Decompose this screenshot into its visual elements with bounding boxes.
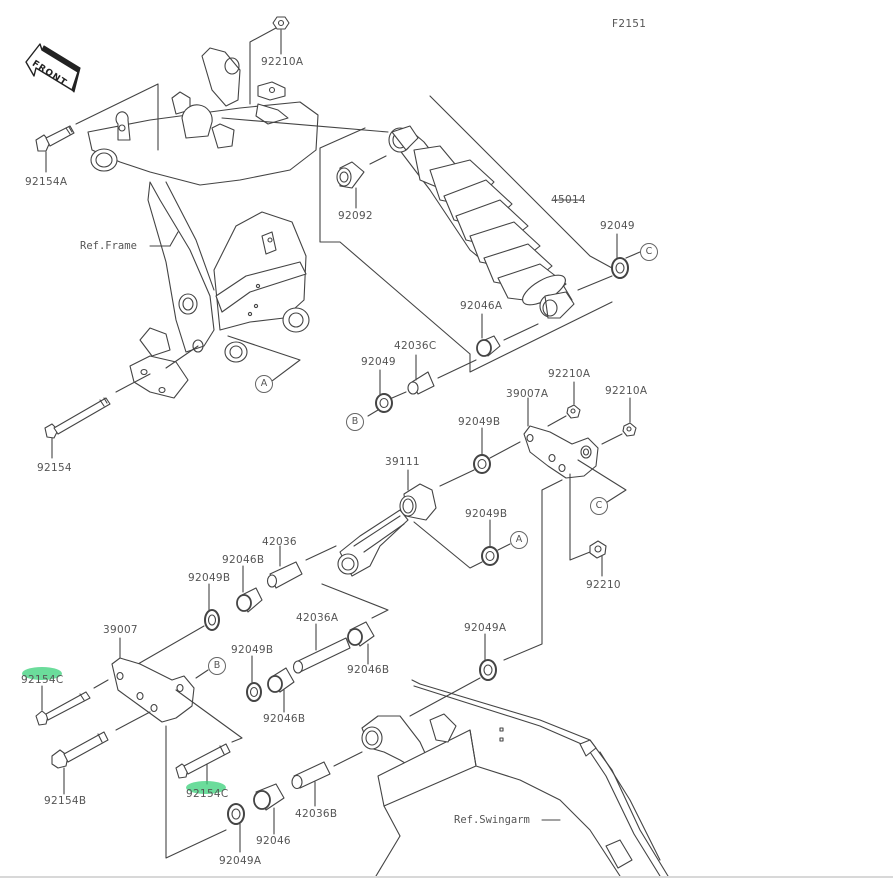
part-label-42036B[interactable]: 42036B	[295, 808, 338, 820]
connector-C-rocker: C	[590, 497, 608, 515]
part-label-92049B[interactable]: 92049B	[465, 508, 508, 520]
part-label-92049B[interactable]: 92049B	[188, 572, 231, 584]
nut-92210A-mid	[566, 404, 581, 419]
bearing-92046B-right	[347, 621, 375, 647]
bolt-92154C-left	[35, 691, 91, 726]
part-label-39111[interactable]: 39111	[385, 456, 420, 468]
nut-92210A-top	[272, 16, 290, 30]
front-arrow-icon	[25, 43, 81, 93]
seal-92049B-upper	[473, 454, 491, 474]
rocker-39007A	[523, 425, 599, 479]
part-label-39007A[interactable]: 39007A	[506, 388, 549, 400]
rocker-39007	[111, 657, 195, 723]
part-label-92210A[interactable]: 92210A	[261, 56, 304, 68]
sleeve-42036B	[291, 761, 331, 790]
highlight-marker	[22, 667, 62, 680]
part-label-39007[interactable]: 39007	[103, 624, 138, 636]
part-label-92046B[interactable]: 92046B	[263, 713, 306, 725]
part-label-92049B[interactable]: 92049B	[458, 416, 501, 428]
part-label-92046A[interactable]: 92046A	[460, 300, 503, 312]
seal-92049-right	[611, 257, 629, 279]
nut-92210	[589, 540, 607, 559]
part-label-92154A[interactable]: 92154A	[25, 176, 68, 188]
part-label-92154C[interactable]: 92154C	[21, 674, 64, 686]
part-label-92049B[interactable]: 92049B	[231, 644, 274, 656]
bolt-92154A	[35, 125, 75, 152]
seal-92049-left	[375, 393, 393, 413]
seal-92049A-right	[479, 659, 497, 681]
nut-92210A-right	[622, 422, 637, 437]
part-label-92049[interactable]: 92049	[361, 356, 396, 368]
bolt-92154B	[51, 731, 109, 769]
shock-absorber-45014	[388, 125, 575, 319]
connector-C-shock: C	[640, 243, 658, 261]
ref-swingarm-label: Ref.Swingarm	[454, 814, 530, 826]
connector-B-shock: B	[346, 413, 364, 431]
part-label-45014[interactable]: 45014	[551, 194, 586, 206]
part-label-92049A[interactable]: 92049A	[464, 622, 507, 634]
part-label-92154C[interactable]: 92154C	[186, 788, 229, 800]
figure-code: F2151	[612, 18, 647, 30]
swingarm-drawing	[361, 679, 669, 876]
seal-92049B-left	[204, 609, 220, 631]
part-label-92154[interactable]: 92154	[37, 462, 72, 474]
frame-drawing	[87, 47, 319, 399]
connector-A-frame: A	[255, 375, 273, 393]
bushing-92092	[336, 161, 365, 189]
bottom-border	[0, 876, 893, 878]
part-label-92046[interactable]: 92046	[256, 835, 291, 847]
bearing-92046A	[476, 335, 501, 357]
highlight-marker	[186, 781, 226, 794]
seal-92049B-A	[481, 546, 499, 566]
sleeve-42036	[266, 561, 303, 589]
part-label-92210[interactable]: 92210	[586, 579, 621, 591]
part-label-92046B[interactable]: 92046B	[222, 554, 265, 566]
part-label-92049[interactable]: 92049	[600, 220, 635, 232]
part-label-92046B[interactable]: 92046B	[347, 664, 390, 676]
part-label-92210A[interactable]: 92210A	[548, 368, 591, 380]
part-label-92210A[interactable]: 92210A	[605, 385, 648, 397]
part-label-92092[interactable]: 92092	[338, 210, 373, 222]
bolt-92154C-center	[175, 743, 231, 779]
connector-B-rocker: B	[208, 657, 226, 675]
connector-A-tierod: A	[510, 531, 528, 549]
bearing-92046	[253, 783, 285, 811]
bearing-92046B-lower	[267, 667, 295, 693]
part-label-92154B[interactable]: 92154B	[44, 795, 87, 807]
part-label-42036[interactable]: 42036	[262, 536, 297, 548]
bolt-92154	[44, 397, 111, 439]
part-label-42036C[interactable]: 42036C	[394, 340, 437, 352]
sleeve-42036A	[292, 637, 351, 674]
part-label-92049A[interactable]: 92049A	[219, 855, 262, 867]
tie-rod-39111	[337, 483, 437, 577]
ref-frame-label: Ref.Frame	[80, 240, 137, 252]
seal-92049B-lower	[246, 682, 262, 702]
bearing-92046B-upper	[236, 587, 263, 613]
seal-92049A-bottom	[227, 803, 245, 825]
part-label-42036A[interactable]: 42036A	[296, 612, 339, 624]
sleeve-42036C	[407, 371, 435, 395]
